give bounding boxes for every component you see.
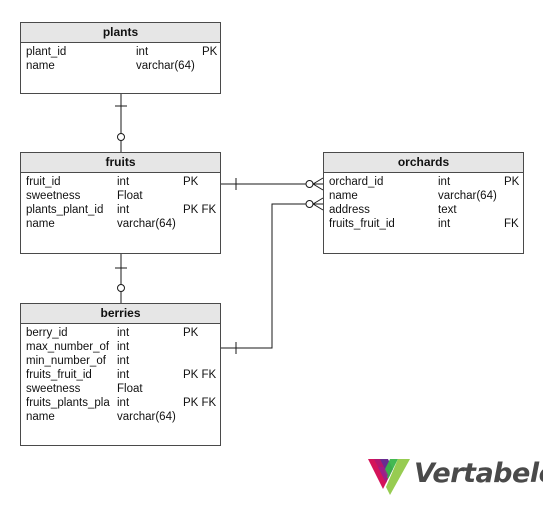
column-type: text bbox=[438, 204, 457, 216]
column-name: name bbox=[26, 218, 55, 230]
table-row[interactable]: min_number_of int bbox=[21, 354, 220, 368]
table-row[interactable]: plants_plant_id int PK FK bbox=[21, 203, 220, 217]
table-orchards[interactable]: orchards orchard_id int PK name varchar(… bbox=[323, 152, 524, 254]
table-berries[interactable]: berries berry_id int PK max_number_of in… bbox=[20, 303, 221, 446]
column-type: varchar(64) bbox=[117, 218, 176, 230]
table-row[interactable]: fruits_fruit_id int PK FK bbox=[21, 368, 220, 382]
table-row[interactable]: name varchar(64) bbox=[21, 217, 220, 231]
optional-marker bbox=[117, 284, 125, 292]
column-name: max_number_of bbox=[26, 341, 110, 353]
column-type: int bbox=[117, 176, 130, 188]
column-name: berry_id bbox=[26, 327, 68, 339]
table-row[interactable]: fruits_plants_pla int PK FK bbox=[21, 396, 220, 410]
column-type: int bbox=[117, 327, 130, 339]
column-name: name bbox=[26, 411, 55, 423]
table-row[interactable]: plant_id int PK bbox=[21, 45, 220, 59]
table-row[interactable]: address text bbox=[324, 203, 523, 217]
column-name: name bbox=[329, 190, 358, 202]
column-name: min_number_of bbox=[26, 355, 106, 367]
column-type: varchar(64) bbox=[438, 190, 497, 202]
column-type: int bbox=[117, 369, 130, 381]
optional-marker bbox=[305, 180, 314, 188]
table-title: berries bbox=[21, 304, 220, 324]
table-row[interactable]: fruit_id int PK bbox=[21, 175, 220, 189]
column-name: fruits_plants_pla bbox=[26, 397, 110, 409]
column-name: fruit_id bbox=[26, 176, 61, 188]
column-key: PK FK bbox=[183, 204, 217, 216]
column-type: int bbox=[136, 46, 149, 58]
relationship-line bbox=[221, 203, 323, 349]
table-title: plants bbox=[21, 23, 220, 43]
column-key: PK bbox=[183, 176, 199, 188]
table-row[interactable]: max_number_of int bbox=[21, 340, 220, 354]
column-key: PK FK bbox=[183, 369, 217, 381]
crowfoot-marker bbox=[312, 183, 324, 191]
column-key: PK bbox=[504, 176, 520, 188]
table-row[interactable]: sweetness Float bbox=[21, 382, 220, 396]
column-name: address bbox=[329, 204, 370, 216]
column-type: int bbox=[117, 397, 130, 409]
column-name: fruits_fruit_id bbox=[26, 369, 92, 381]
vertabelo-wordmark: Vertabelo bbox=[414, 458, 543, 489]
column-name: plant_id bbox=[26, 46, 67, 58]
table-row[interactable]: sweetness Float bbox=[21, 189, 220, 203]
table-title: fruits bbox=[21, 153, 220, 173]
table-plants[interactable]: plants plant_id int PK name varchar(64) bbox=[20, 22, 221, 94]
column-key: PK bbox=[202, 46, 218, 58]
column-key: PK FK bbox=[183, 397, 217, 409]
crowfoot-marker bbox=[312, 177, 324, 185]
relationship-fruits-berries[interactable] bbox=[115, 253, 127, 303]
table-row[interactable]: name varchar(64) bbox=[324, 189, 523, 203]
relationship-fruits-orchards[interactable] bbox=[221, 177, 324, 191]
column-name: sweetness bbox=[26, 190, 81, 202]
relationship-berries-orchards[interactable] bbox=[221, 197, 324, 354]
table-title: orchards bbox=[324, 153, 523, 173]
table-row[interactable]: fruits_fruit_id int FK bbox=[324, 217, 523, 231]
column-name: fruits_fruit_id bbox=[329, 218, 395, 230]
column-type: int bbox=[438, 218, 451, 230]
vertabelo-mark-icon bbox=[368, 459, 410, 495]
vertabelo-logo: Vertabelo bbox=[366, 455, 543, 497]
optional-marker bbox=[305, 200, 314, 208]
crowfoot-marker bbox=[312, 197, 324, 205]
column-name: orchard_id bbox=[329, 176, 384, 188]
table-row[interactable]: berry_id int PK bbox=[21, 326, 220, 340]
column-name: plants_plant_id bbox=[26, 204, 104, 216]
column-type: varchar(64) bbox=[117, 411, 176, 423]
column-name: sweetness bbox=[26, 383, 81, 395]
column-type: varchar(64) bbox=[136, 60, 195, 72]
column-key: PK bbox=[183, 327, 199, 339]
optional-marker bbox=[117, 133, 125, 141]
table-row[interactable]: name varchar(64) bbox=[21, 410, 220, 424]
column-type: Float bbox=[117, 190, 143, 202]
crowfoot-marker bbox=[312, 203, 324, 211]
relationship-plants-fruits[interactable] bbox=[115, 93, 127, 152]
column-type: Float bbox=[117, 383, 143, 395]
table-fruits[interactable]: fruits fruit_id int PK sweetness Float p… bbox=[20, 152, 221, 254]
column-name: name bbox=[26, 60, 55, 72]
column-key: FK bbox=[504, 218, 519, 230]
column-type: int bbox=[438, 176, 451, 188]
table-row[interactable]: name varchar(64) bbox=[21, 59, 220, 73]
column-type: int bbox=[117, 204, 130, 216]
table-row[interactable]: orchard_id int PK bbox=[324, 175, 523, 189]
column-type: int bbox=[117, 355, 130, 367]
column-type: int bbox=[117, 341, 130, 353]
